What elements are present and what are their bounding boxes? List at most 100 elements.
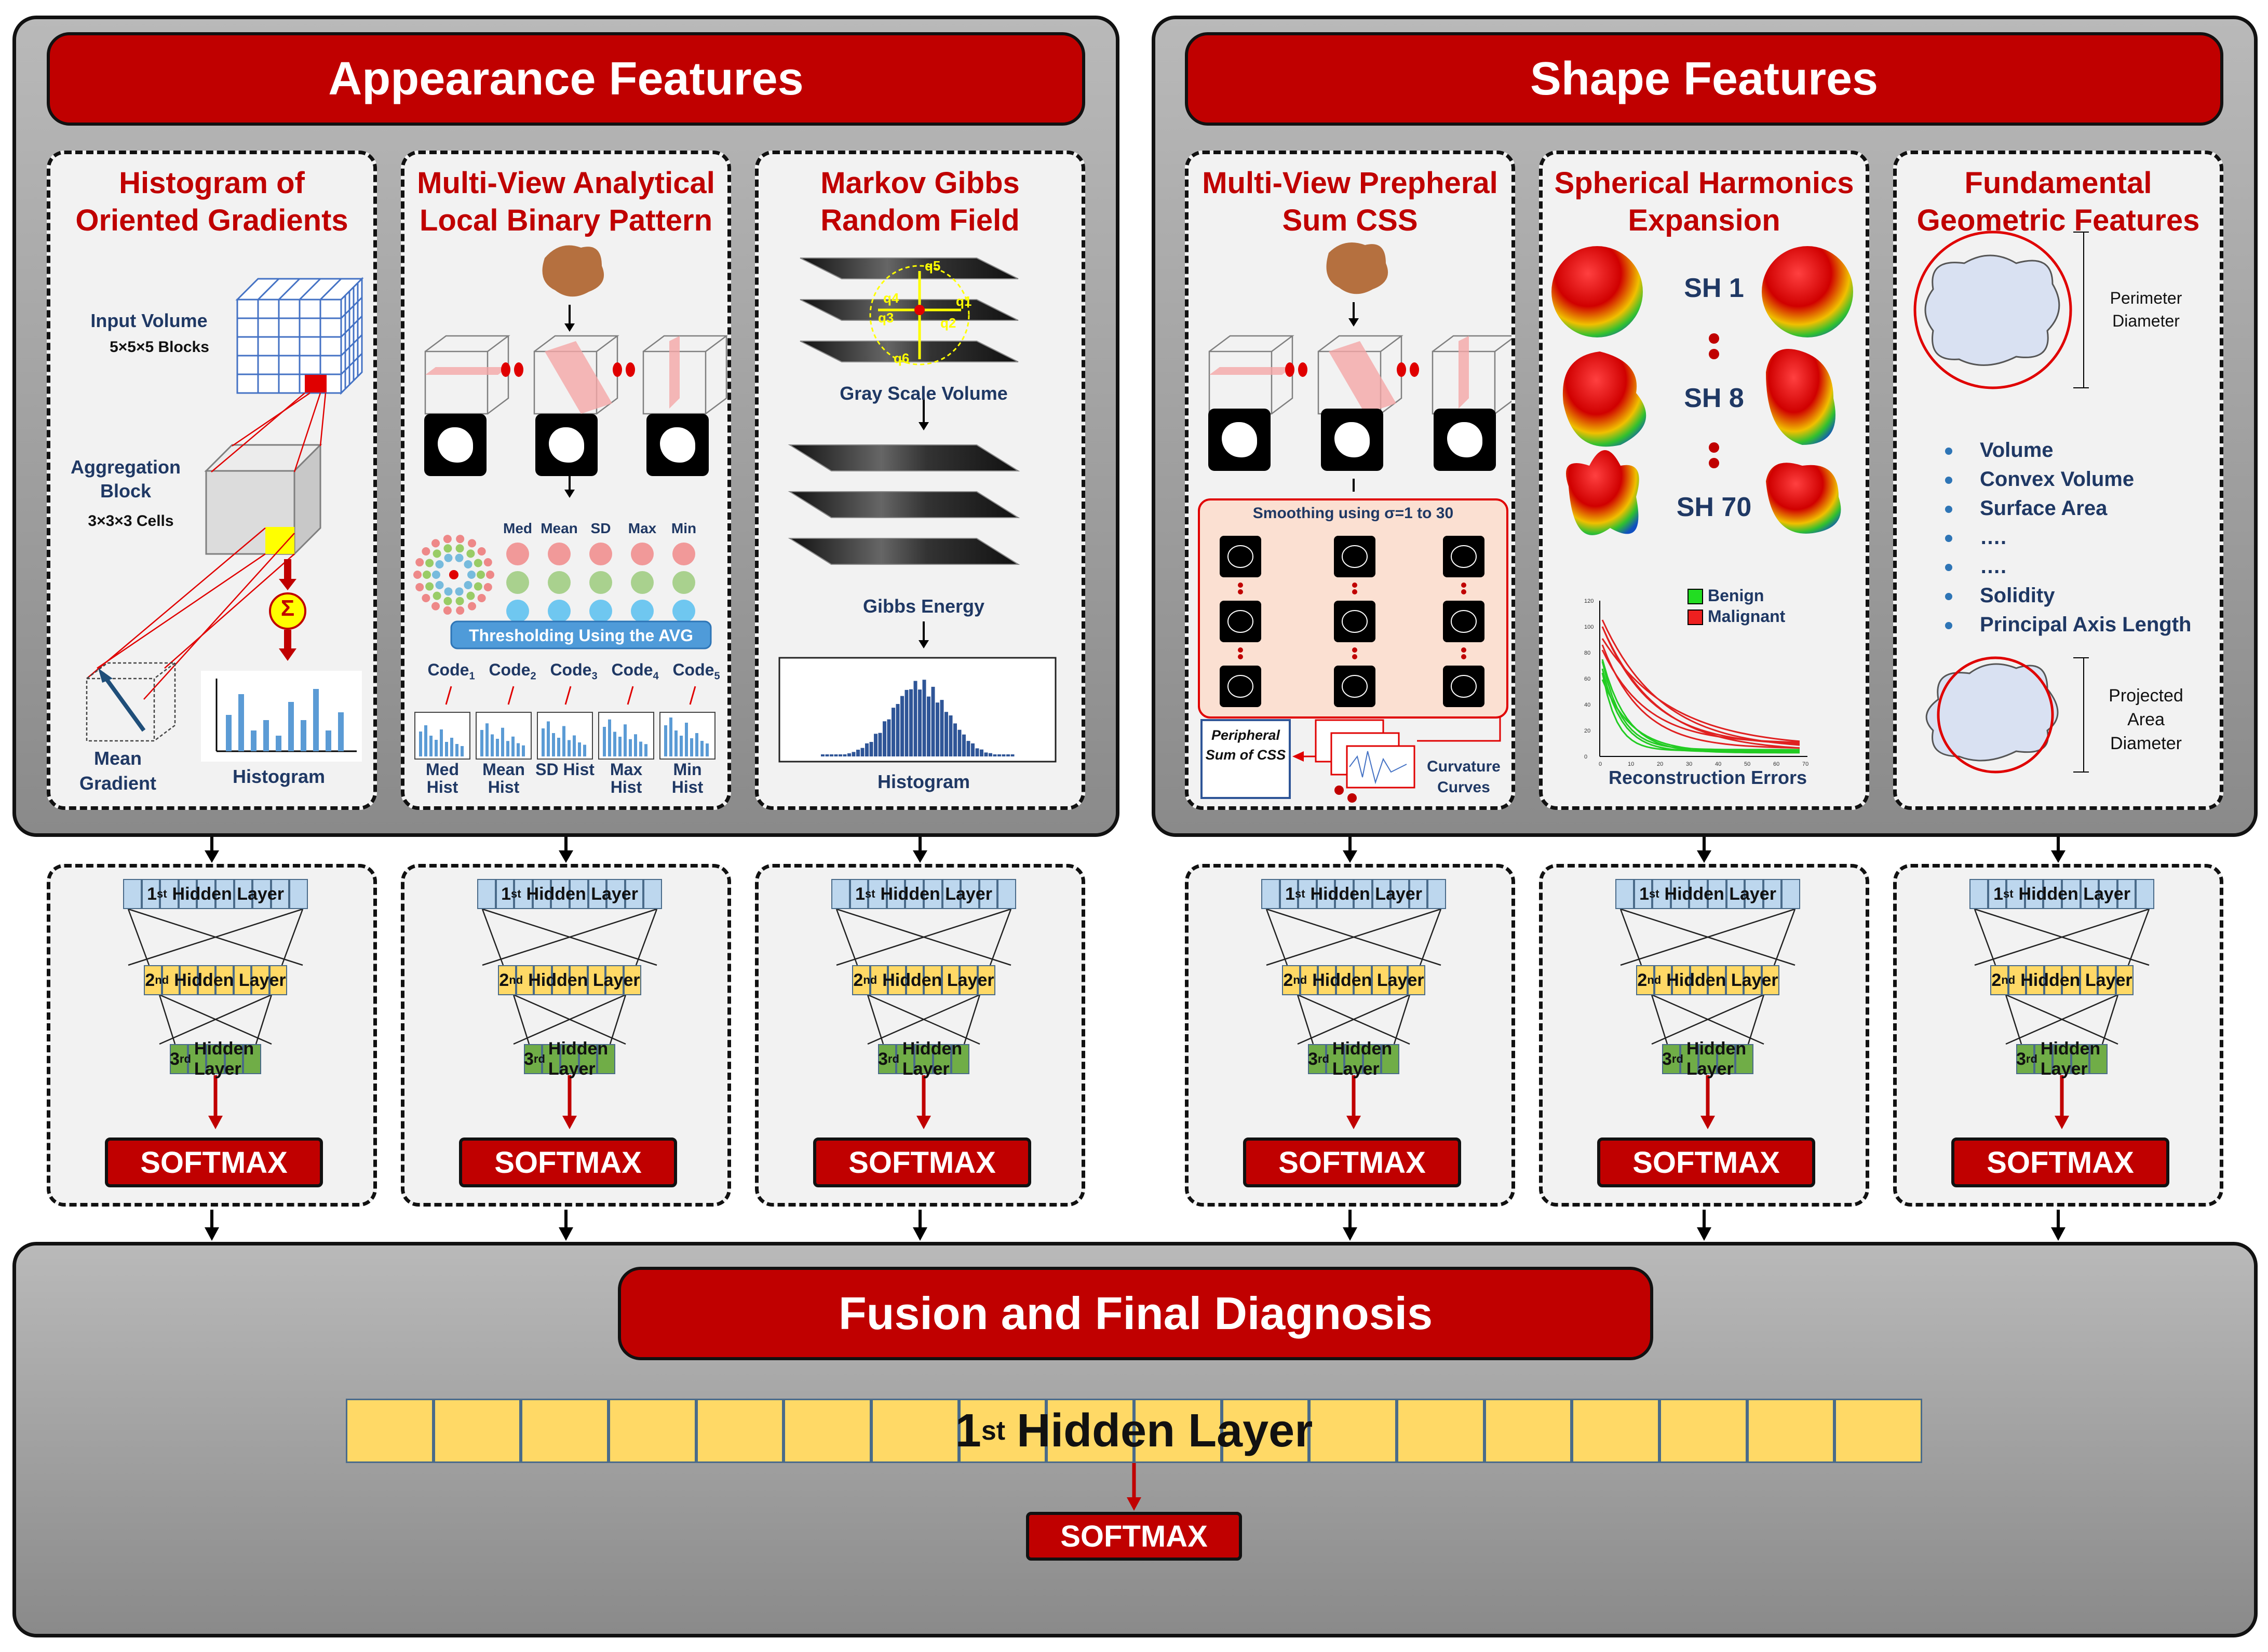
lbp-hist-bar xyxy=(501,727,504,756)
mgrf-title: Markov Gibbs Random Field xyxy=(820,166,1020,237)
geo-item: Solidity xyxy=(1980,584,2055,607)
lbp-hist-bar xyxy=(506,741,509,756)
css-panel: Multi-View Prepheral Sum CSS xyxy=(1185,151,1515,810)
fusion-cell xyxy=(1572,1399,1660,1463)
recon-ytick: 60 xyxy=(1584,676,1590,682)
projected-label: Projected Area Diameter xyxy=(2109,686,2183,753)
code-word: Code xyxy=(672,660,714,679)
lbp-dot xyxy=(474,582,482,591)
lbp-dot xyxy=(474,559,482,567)
contour-thumb xyxy=(1334,536,1375,577)
lbp-dot xyxy=(435,560,444,569)
gibbs-slices xyxy=(788,444,1020,565)
lbp-dot xyxy=(433,591,441,600)
fusion-cell xyxy=(521,1399,609,1463)
hog-bar xyxy=(326,730,331,751)
lbp-dot xyxy=(422,593,430,602)
mgrf-bar xyxy=(900,696,904,756)
mgrf-bar xyxy=(997,754,1001,756)
stat-circle xyxy=(589,571,612,594)
lbp-hist-bar xyxy=(608,719,611,756)
geo-item: Surface Area xyxy=(1980,497,2108,520)
layer-word: Hidden Layer xyxy=(194,1039,254,1079)
layer-sup: nd xyxy=(2001,973,2016,986)
hog-title: Histogram of Oriented Gradients xyxy=(75,166,348,237)
contour-thumb xyxy=(1220,666,1261,707)
fusion-cell xyxy=(1747,1399,1835,1463)
layer-sup: rd xyxy=(179,1052,191,1065)
mgrf-bar xyxy=(975,748,979,756)
lbp-hist-bar xyxy=(522,745,525,756)
mgrf-bar xyxy=(993,754,997,756)
fusion-softmax-label: SOFTMAX xyxy=(1060,1519,1208,1553)
lbp-hist-bar xyxy=(429,736,433,756)
curvature-stack xyxy=(1315,719,1415,789)
lbp-hist-bar xyxy=(491,734,494,756)
hog-bar xyxy=(263,720,269,751)
network-lines xyxy=(481,908,658,1129)
lbp-panel: Multi-View Analytical Local Binary Patte… xyxy=(401,151,731,810)
recon-xtick: 0 xyxy=(1599,761,1602,767)
hog-panel: Histogram of Oriented Gradients xyxy=(47,151,377,810)
mgrf-bar xyxy=(834,754,838,756)
shape-banner: Shape Features xyxy=(1185,32,2223,126)
layer-ord: 3 xyxy=(1308,1049,1318,1069)
layer-word: Hidden Layer xyxy=(548,1039,609,1079)
mgrf-bar xyxy=(856,750,860,756)
lbp-hist-bar xyxy=(419,732,422,756)
recon-ytick: 0 xyxy=(1584,754,1587,760)
recon-xtick: 40 xyxy=(1715,761,1721,767)
lbp-dot xyxy=(433,549,441,558)
mean-gradient-label: Mean Gradient xyxy=(79,748,157,794)
fusion-cell xyxy=(1834,1399,1923,1463)
malignant-curve xyxy=(1601,649,1800,743)
lbp-dot xyxy=(432,571,440,579)
lbp-hist-bar xyxy=(685,723,688,756)
stat-circle xyxy=(631,600,654,622)
mgrf-bar xyxy=(949,715,953,756)
fusion-sup: st xyxy=(981,1416,1006,1446)
lbp-dot xyxy=(467,571,476,579)
axial-plane xyxy=(425,367,508,375)
lbp-hist-bar xyxy=(695,733,698,756)
mgrf-histogram-bars xyxy=(821,680,1015,756)
fusion-cell xyxy=(696,1399,784,1463)
layer-sup: st xyxy=(1649,887,1659,900)
network-lines xyxy=(1619,908,1796,1129)
layer-ord: 2 xyxy=(1283,970,1293,990)
network-lines xyxy=(1265,908,1442,1129)
projected-circle xyxy=(1937,656,2054,774)
lbp-hist-bar xyxy=(480,730,483,756)
q-text: q4 xyxy=(883,290,899,306)
layer-sup: rd xyxy=(2026,1052,2037,1065)
geo-bullets xyxy=(1945,448,1952,629)
fusion-cell xyxy=(609,1399,696,1463)
hist-label: SD Hist xyxy=(535,760,595,779)
mgrf-bar xyxy=(962,734,966,756)
mgrf-bar xyxy=(957,729,962,756)
perimeter-circle xyxy=(1913,231,2072,389)
code-sub: 5 xyxy=(714,670,720,682)
nodule-icon-2 xyxy=(1326,242,1388,294)
contour-curve xyxy=(1451,610,1477,633)
layer-word: Hidden Layer xyxy=(174,970,286,990)
hog-bar xyxy=(276,736,281,751)
layer-sup: nd xyxy=(1647,973,1662,986)
lbp-dot xyxy=(443,597,452,605)
stat-circle xyxy=(589,543,612,565)
contour-curve xyxy=(1227,675,1253,698)
mgrf-bar xyxy=(883,721,886,756)
benign-swatch xyxy=(1688,589,1703,604)
contour-curve xyxy=(1342,675,1368,698)
sh-dots xyxy=(1709,333,1719,468)
